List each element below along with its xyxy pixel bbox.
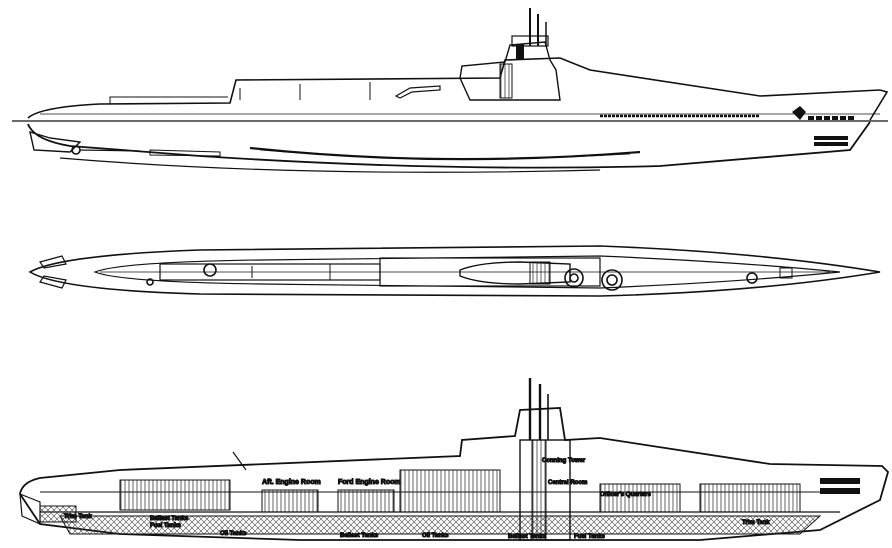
plan-gun-aft [203, 263, 217, 277]
label-ford-engine-room: Ford Engine Room [338, 479, 401, 486]
plan-deck [93, 255, 841, 289]
label-fuel-tanks-2: Fuel Tanks [574, 534, 606, 540]
deck-gun [394, 85, 441, 99]
plan-hull [28, 245, 881, 297]
label-oil-tanks-1: Oil Tanks [220, 531, 247, 537]
plan-gun-fwd [601, 269, 623, 291]
bow-anchor [792, 106, 806, 120]
cutaway-view: Trim Tank Ballast Tanks Fuel Tanks Oil T… [19, 378, 890, 541]
plan-conning-tower [459, 261, 571, 285]
bow-limber-holes [808, 116, 854, 146]
conning-tower [459, 41, 561, 101]
section-fwd-engine [337, 489, 395, 513]
label-trim-tank-aft: Trim Tank [64, 514, 93, 520]
section-tank-band [59, 515, 822, 535]
prop-shaft [79, 149, 141, 152]
bilge-keel-inner [259, 149, 631, 160]
stern-planes [29, 130, 82, 153]
profile-view [12, 8, 889, 173]
label-ballast-tanks-mid: Ballast Tanks [340, 533, 379, 539]
plan-stern-planes [39, 255, 67, 269]
profile-deck [27, 57, 889, 121]
stern-rudder-plane [149, 149, 221, 157]
label-aft-engine-room: Aft. Engine Room [262, 479, 321, 486]
label-central-room: Central Room [548, 480, 587, 486]
label-ballast-tanks-aft: Ballast Tanks [150, 516, 189, 522]
section-aft-engine [261, 489, 319, 513]
profile-keel [27, 121, 871, 169]
profile-bottom [59, 157, 601, 173]
deck-rail [109, 96, 228, 104]
label-conning-tower: Conning Tower [542, 458, 586, 464]
plan-superstructure-mid [379, 257, 601, 287]
label-oil-tanks-2: Oil Tanks [422, 533, 449, 539]
label-ballast-tanks-fwd: Ballast Tanks [508, 534, 547, 540]
plan-view [28, 245, 881, 297]
plan-gun-mid [564, 268, 584, 288]
label-fuel-tanks-1: Fuel Tanks [150, 523, 182, 529]
label-officers-quarters: Officer's Quarters [600, 492, 651, 498]
label-trim-tank-fwd: Trim Tank [742, 520, 771, 526]
